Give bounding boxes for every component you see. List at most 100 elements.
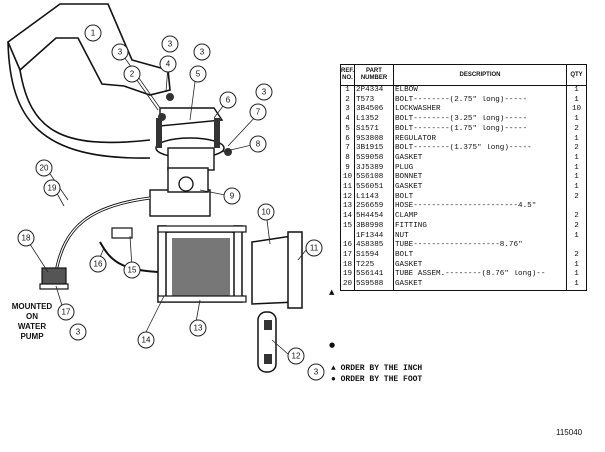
callout-12: 12 [287, 347, 305, 365]
part-cell: 3B8998 [354, 221, 394, 232]
part-cell: 3B1915 [354, 144, 394, 154]
svg-text:3: 3 [168, 40, 173, 49]
svg-text:9: 9 [230, 192, 235, 201]
legend-order-by-inch: ▲ ORDER BY THE INCH [331, 364, 423, 373]
callout-3f: 3 [69, 323, 87, 341]
qty-cell: 1 [566, 85, 587, 96]
description-cell: BOLT--------(3.25" long)----- [393, 115, 567, 125]
svg-text:11: 11 [310, 244, 319, 253]
order-by-foot-mark: ● [329, 341, 336, 349]
description-cell: GASKET [393, 260, 567, 271]
mount-note-line: ON [26, 312, 38, 321]
ref-cell: 13 [340, 202, 355, 213]
ref-cell: 17 [340, 250, 355, 261]
part-cell: T225 [354, 260, 394, 271]
qty-cell: 10 [566, 105, 587, 116]
callout-1: 1 [84, 24, 102, 42]
ref-cell: 10 [340, 173, 355, 184]
part-cell: 5S6051 [354, 183, 394, 193]
mount-note-line: PUMP [20, 332, 44, 341]
description-cell: NUT [393, 231, 567, 242]
callout-3e: 3 [307, 363, 325, 381]
part-cell: 5S9588 [354, 280, 394, 291]
callout-8: 8 [249, 135, 267, 153]
svg-text:20: 20 [40, 164, 49, 173]
callout-2: 2 [123, 65, 141, 83]
callout-14: 14 [137, 331, 155, 349]
regulator-housing [149, 93, 232, 217]
qty-cell: 1 [566, 95, 587, 106]
svg-text:4: 4 [166, 60, 171, 69]
part-cell: L1352 [354, 115, 394, 125]
tube-assembly [39, 196, 159, 290]
ref-cell: 14 [340, 212, 355, 222]
qty-cell [566, 241, 587, 251]
description-cell: FITTING [393, 221, 567, 232]
callout-10: 10 [257, 203, 275, 221]
callout-16: 16 [89, 255, 107, 273]
qty-cell: 2 [566, 250, 587, 261]
ref-cell: 6 [340, 134, 355, 145]
description-cell: BOLT--------(1.75" long)----- [393, 124, 567, 135]
part-cell: 3J5389 [354, 163, 394, 174]
qty-cell: 2 [566, 144, 587, 154]
mount-note-line: MOUNTED [11, 302, 53, 311]
figure-id: 115040 [556, 428, 583, 437]
callout-7: 7 [249, 103, 267, 121]
qty-cell: 2 [566, 212, 587, 222]
ref-cell: 20 [340, 280, 355, 291]
svg-text:2: 2 [130, 70, 135, 79]
qty-cell: 1 [566, 231, 587, 242]
bonnet-outlet [251, 231, 303, 373]
callout-13: 13 [189, 319, 207, 337]
qty-cell: 1 [566, 260, 587, 271]
legend-order-by-foot: ● ORDER BY THE FOOT [331, 375, 423, 384]
callout-5: 5 [189, 65, 207, 83]
description-cell: REGULATOR [393, 134, 567, 145]
description-cell: LOCKWASHER [393, 105, 567, 116]
callout-9: 9 [223, 187, 241, 205]
qty-cell: 1 [566, 183, 587, 193]
callout-3d: 3 [255, 83, 273, 101]
description-cell: PLUG [393, 163, 567, 174]
part-cell: 5S9058 [354, 153, 394, 164]
ref-cell: 19 [340, 270, 355, 281]
part-cell: 2P4334 [354, 85, 394, 96]
callout-6: 6 [219, 91, 237, 109]
part-cell: 1F1344 [354, 231, 394, 242]
order-by-inch-mark: ▲ [329, 288, 335, 296]
description-cell: BOLT [393, 250, 567, 261]
qty-cell: 1 [566, 153, 587, 164]
header-ref-no: REF. NO. [340, 64, 355, 86]
callout-3c: 3 [193, 43, 211, 61]
qty-cell: 2 [566, 124, 587, 135]
mount-note-line: WATER [17, 322, 47, 331]
ref-cell: 11 [340, 183, 355, 193]
qty-cell: 1 [566, 115, 587, 125]
exploded-parts-diagram: 1 2 3 3 3 4 5 6 7 3 8 9 10 11 12 3 13 14… [7, 3, 325, 381]
ref-cell: 3 [340, 105, 355, 116]
callout-11: 11 [305, 239, 323, 257]
svg-text:12: 12 [292, 352, 301, 361]
svg-text:3: 3 [262, 88, 267, 97]
svg-text:5: 5 [196, 70, 201, 79]
ref-cell: 15 [340, 221, 355, 232]
svg-text:3: 3 [118, 48, 123, 57]
ref-cell: 2 [340, 95, 355, 106]
qty-cell: 1 [566, 163, 587, 174]
